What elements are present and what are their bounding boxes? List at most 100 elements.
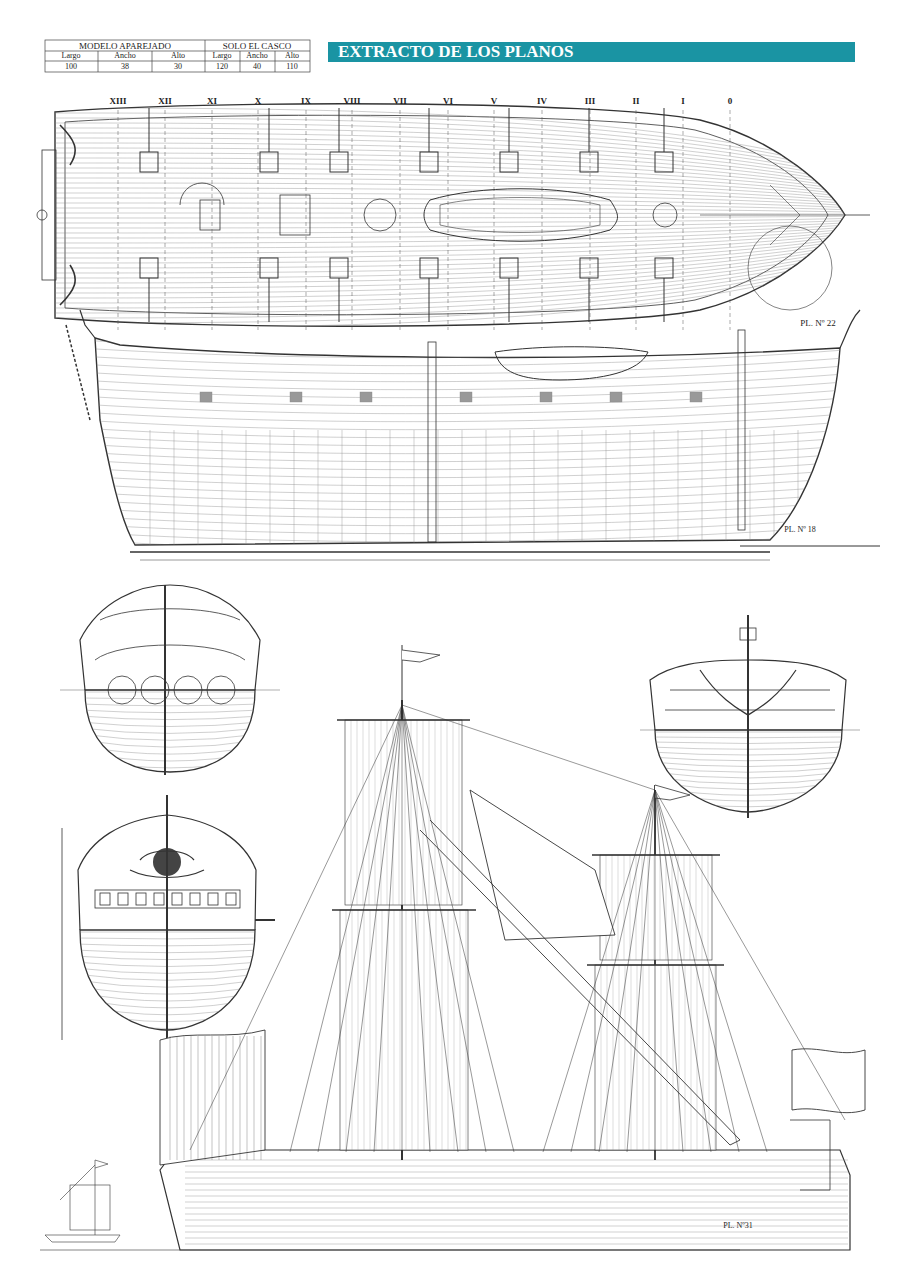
drawing-line (402, 705, 430, 1152)
drawing-line (185, 1166, 848, 1167)
drawing-line (40, 123, 860, 178)
drawing-line (40, 108, 860, 172)
table-cell: 110 (286, 63, 298, 71)
drawing-line (442, 910, 443, 1150)
drawing-line (654, 855, 655, 960)
drawing-line (149, 278, 150, 322)
drawing-line (318, 705, 402, 1152)
drawing-line (393, 720, 394, 905)
station-number: XII (158, 97, 172, 106)
drawing-line (726, 430, 727, 550)
drawing-line (80, 340, 870, 358)
drawing-line (542, 110, 543, 330)
drawing-line (702, 430, 703, 550)
drawing-line (750, 430, 751, 550)
drawing-line (696, 855, 697, 960)
drawing-line (80, 548, 870, 566)
station-number: X (255, 97, 262, 106)
drawing-line (402, 705, 514, 1152)
drawing-line (540, 392, 552, 402)
drawing-line (80, 752, 260, 761)
drawing-line (672, 855, 673, 960)
drawing-line (448, 910, 449, 1150)
drawing-line (190, 893, 200, 905)
drawing-line (40, 224, 860, 238)
table-cell: Alto (285, 52, 299, 60)
drawing-line (185, 1196, 848, 1197)
drawing-line (140, 152, 158, 172)
drawing-line (40, 230, 860, 253)
plate-number: PL. Nº 22 (800, 319, 836, 328)
station-number: I (681, 97, 685, 106)
drawing-line (667, 965, 668, 1150)
drawing-line (40, 133, 860, 182)
drawing-line (411, 720, 412, 905)
drawing-line (185, 1202, 848, 1203)
drawing-line (352, 110, 353, 330)
drawing-line (80, 516, 870, 534)
drawing-line (358, 910, 359, 1150)
drawing-line (402, 705, 403, 1152)
drawing-line (610, 392, 622, 402)
drawing-line (40, 246, 860, 293)
drawing-line (460, 910, 461, 1150)
drawing-line (191, 1036, 192, 1160)
drawing-line (494, 110, 495, 330)
drawing-line (100, 893, 110, 905)
station-number: IX (301, 97, 311, 106)
drawing-line (198, 430, 199, 550)
drawing-line (703, 965, 704, 1150)
drawing-line (571, 790, 655, 1152)
station-number: 0 (728, 97, 733, 106)
drawing-line (402, 705, 486, 1152)
drawing-line (247, 1036, 248, 1160)
station-number: V (491, 97, 498, 106)
drawing-line (269, 278, 270, 322)
drawing-line (40, 118, 860, 176)
drawing-line (40, 240, 860, 278)
drawing-line (655, 790, 767, 1152)
drawing-line (509, 108, 510, 152)
drawing-line (80, 770, 260, 782)
drawing-line (453, 720, 454, 905)
drawing-line (40, 260, 860, 328)
drawing-line (595, 965, 716, 1150)
drawing-line (40, 244, 860, 288)
drawing-line (80, 388, 870, 406)
drawing-line (174, 430, 175, 550)
drawing-line (80, 492, 870, 510)
drawing-line (40, 228, 860, 248)
station-number: VII (393, 97, 407, 106)
drawing-line (683, 110, 684, 330)
table-cell: Largo (213, 52, 232, 60)
drawing-line (185, 1190, 848, 1191)
table-cell: 38 (121, 63, 129, 71)
drawing-line (402, 705, 655, 790)
drawing-line (580, 152, 598, 172)
drawing-line (337, 719, 470, 720)
drawing-line (709, 965, 710, 1150)
drawing-line (80, 722, 260, 727)
drawing-line (80, 412, 870, 430)
drawing-line (534, 430, 535, 550)
drawing-line (332, 909, 476, 910)
drawing-line (655, 790, 683, 1152)
drawing-line (684, 855, 685, 960)
drawing-line (80, 692, 260, 693)
drawing-line (270, 430, 271, 550)
drawing-line (80, 524, 870, 542)
drawing-line (185, 1238, 848, 1239)
drawing-line (80, 532, 870, 550)
drawing-line (666, 855, 667, 960)
drawing-line (346, 910, 347, 1150)
drawing-line (624, 855, 625, 960)
drawing-line (226, 1036, 227, 1160)
drawing-line (198, 1036, 199, 1160)
drawing-line (637, 965, 638, 1150)
drawing-line (340, 910, 468, 1150)
drawing-line (150, 430, 151, 550)
drawing-line (80, 776, 260, 789)
drawing-line (774, 430, 775, 550)
drawing-line (40, 248, 860, 298)
